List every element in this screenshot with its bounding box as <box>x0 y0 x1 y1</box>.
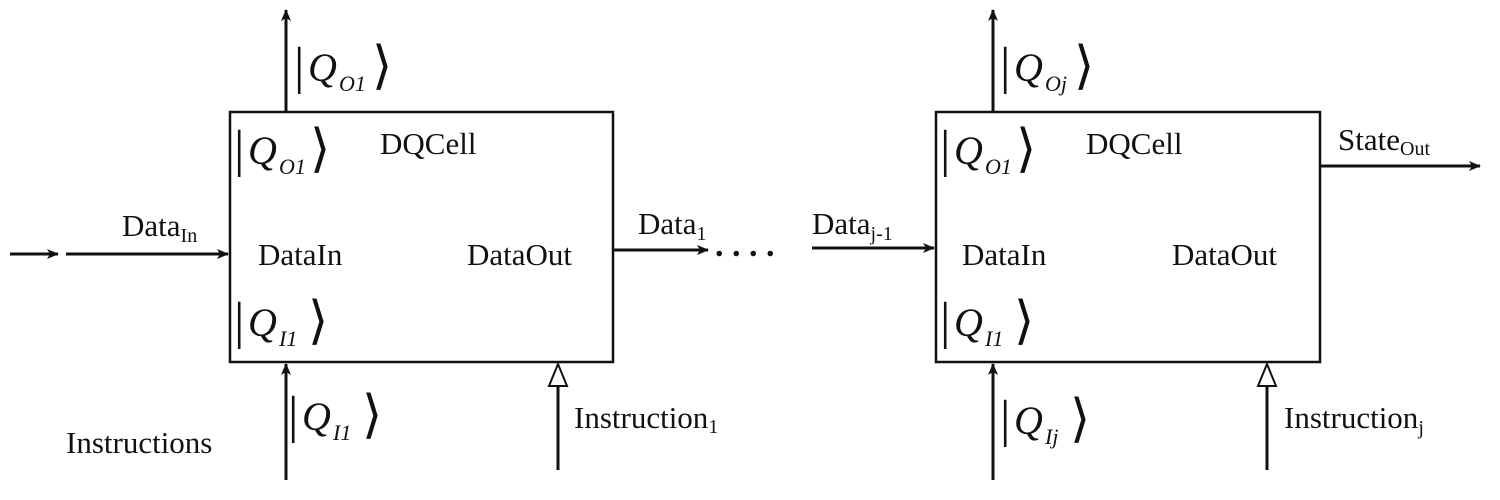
ket-symbol: Q <box>302 394 331 439</box>
ket-angle: ⟩ <box>1016 121 1036 178</box>
instruction-j-text: Instruction <box>1284 400 1419 435</box>
ket-subscript: I1 <box>278 326 297 351</box>
data-j-1-text: Data <box>812 206 871 241</box>
ket-symbol: Q <box>1014 45 1043 90</box>
data-1-text: Data <box>638 206 697 241</box>
ket-angle: ⟩ <box>310 121 330 178</box>
chain-ellipsis: . . . . <box>715 227 775 264</box>
cell-j-qubit-in-ket: | Q Ij ⟩ <box>1000 391 1090 449</box>
ket-symbol: Q <box>954 128 983 173</box>
ket-bar: | <box>288 387 298 444</box>
ket-subscript: O1 <box>279 154 306 179</box>
cell-j-qubit-out-ket: | Q Oj ⟩ <box>1000 38 1094 96</box>
state-out-label: StateOut <box>1338 122 1430 160</box>
cell-1-qubit-out-ket: | Q O1 ⟩ <box>294 38 392 96</box>
ket-bar: | <box>940 293 950 350</box>
instruction-1-subscript: 1 <box>708 416 718 438</box>
ket-bar: | <box>940 121 950 178</box>
cell-j-data-out-label: DataOut <box>1172 237 1277 272</box>
cell-j-data-in-label: DataIn <box>962 237 1047 272</box>
ket-bar: | <box>234 121 244 178</box>
dqcell-j-box <box>934 110 1322 364</box>
ket-symbol: Q <box>1014 398 1043 443</box>
ket-subscript: Ij <box>1044 424 1058 449</box>
ket-symbol: Q <box>954 300 983 345</box>
cell-1-qubit-in-ket: | Q I1 ⟩ <box>288 387 382 445</box>
ket-bar: | <box>1000 38 1010 95</box>
ket-subscript: I1 <box>984 326 1003 351</box>
ket-bar: | <box>1000 391 1010 448</box>
ket-symbol: Q <box>308 45 337 90</box>
ket-subscript: Oj <box>1045 71 1067 96</box>
ket-angle: ⟩ <box>362 387 382 444</box>
ket-subscript: O1 <box>985 154 1012 179</box>
data-in-label: DataIn <box>122 208 197 247</box>
cell-1-inner-top-ket: | Q O1 ⟩ <box>234 121 330 179</box>
data-1-subscript: 1 <box>697 223 707 245</box>
cell-1-data-in-label: DataIn <box>258 237 343 272</box>
cell-1-instruction-arrowhead <box>547 361 569 387</box>
ket-subscript: I1 <box>332 420 351 445</box>
cell-j-instruction-arrowhead <box>1256 361 1278 387</box>
ket-angle: ⟩ <box>1070 391 1090 448</box>
instruction-j-label: Instructionj <box>1284 400 1424 439</box>
data-j-1-label: Dataj-1 <box>812 206 893 245</box>
state-out-text: State <box>1338 122 1400 157</box>
cell-j-title: DQCell <box>1086 126 1182 161</box>
cell-1-title: DQCell <box>380 126 476 161</box>
cell-j-inner-top-ket: | Q O1 ⟩ <box>940 121 1036 179</box>
instruction-1-label: Instruction1 <box>574 400 718 438</box>
state-out-subscript: Out <box>1400 138 1430 160</box>
ket-bar: | <box>234 293 244 350</box>
instructions-label: Instructions <box>66 425 212 460</box>
data-j-1-subscript: j-1 <box>870 223 893 245</box>
ket-symbol: Q <box>248 300 277 345</box>
ket-angle: ⟩ <box>1074 38 1094 95</box>
ket-bar: | <box>294 38 304 95</box>
cell-1-data-out-label: DataOut <box>467 237 572 272</box>
instruction-j-subscript: j <box>1417 417 1424 439</box>
cell-1-inner-bottom-ket: | Q I1 ⟩ <box>234 293 328 351</box>
ket-angle: ⟩ <box>1014 293 1034 350</box>
ket-symbol: Q <box>248 128 277 173</box>
ket-subscript: O1 <box>339 71 366 96</box>
ket-angle: ⟩ <box>372 38 392 95</box>
ket-angle: ⟩ <box>308 293 328 350</box>
instruction-1-text: Instruction <box>574 400 709 435</box>
data-in-text: Data <box>122 208 181 243</box>
data-1-label: Data1 <box>638 206 707 245</box>
dqcell-1-box <box>228 110 615 364</box>
cell-j-inner-bottom-ket: | Q I1 ⟩ <box>940 293 1034 351</box>
data-in-subscript: In <box>181 225 198 247</box>
